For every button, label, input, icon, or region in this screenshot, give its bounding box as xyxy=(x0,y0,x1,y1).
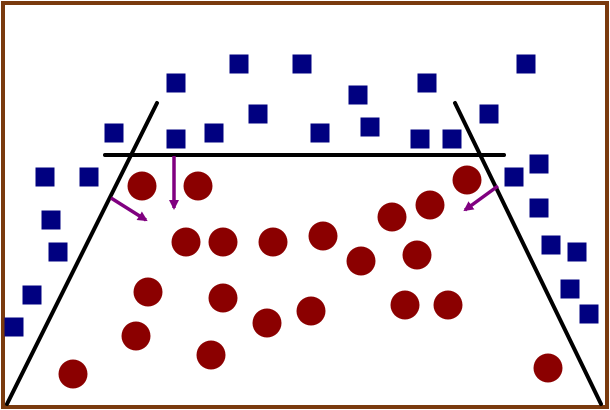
square-icon xyxy=(104,123,124,143)
square-icon xyxy=(248,104,268,124)
square-icon xyxy=(166,129,186,149)
circle-icon xyxy=(252,308,282,338)
square-icon xyxy=(41,210,61,230)
square-icon xyxy=(204,123,224,143)
circle-icon xyxy=(533,353,563,383)
circle-icon xyxy=(390,290,420,320)
square-icon xyxy=(310,123,330,143)
circle-icon xyxy=(133,277,163,307)
square-icon xyxy=(516,54,536,74)
circle-icon xyxy=(196,340,226,370)
circle-icon xyxy=(58,359,88,389)
circle-icon xyxy=(452,165,482,195)
square-icon xyxy=(79,167,99,187)
circle-icon xyxy=(121,321,151,351)
square-icon xyxy=(442,129,462,149)
circle-icon xyxy=(208,283,238,313)
square-icon xyxy=(292,54,312,74)
square-icon xyxy=(22,285,42,305)
square-icon xyxy=(35,167,55,187)
arrow-icon xyxy=(463,184,500,212)
arrow-group xyxy=(110,156,500,222)
square-icon xyxy=(560,279,580,299)
circle-icon xyxy=(208,227,238,257)
circle-icon xyxy=(183,171,213,201)
boundary-lines xyxy=(5,101,603,406)
square-group xyxy=(4,54,599,337)
square-icon xyxy=(479,104,499,124)
circle-group xyxy=(58,165,563,389)
square-icon xyxy=(567,242,587,262)
circle-icon xyxy=(296,296,326,326)
circle-icon xyxy=(346,246,376,276)
circle-icon xyxy=(258,227,288,257)
square-icon xyxy=(504,167,524,187)
square-icon xyxy=(529,198,549,218)
square-icon xyxy=(417,73,437,93)
circle-icon xyxy=(433,290,463,320)
square-icon xyxy=(348,85,368,105)
square-icon xyxy=(48,242,68,262)
circle-icon xyxy=(415,190,445,220)
square-icon xyxy=(579,304,599,324)
square-icon xyxy=(529,154,549,174)
square-icon xyxy=(541,235,561,255)
square-icon xyxy=(166,73,186,93)
circle-icon xyxy=(171,227,201,257)
circle-icon xyxy=(127,171,157,201)
circle-icon xyxy=(402,240,432,270)
arrow-icon xyxy=(110,196,148,222)
circle-icon xyxy=(308,221,338,251)
square-icon xyxy=(4,317,24,337)
square-icon xyxy=(360,117,380,137)
square-icon xyxy=(410,129,430,149)
square-icon xyxy=(229,54,249,74)
circle-icon xyxy=(377,202,407,232)
